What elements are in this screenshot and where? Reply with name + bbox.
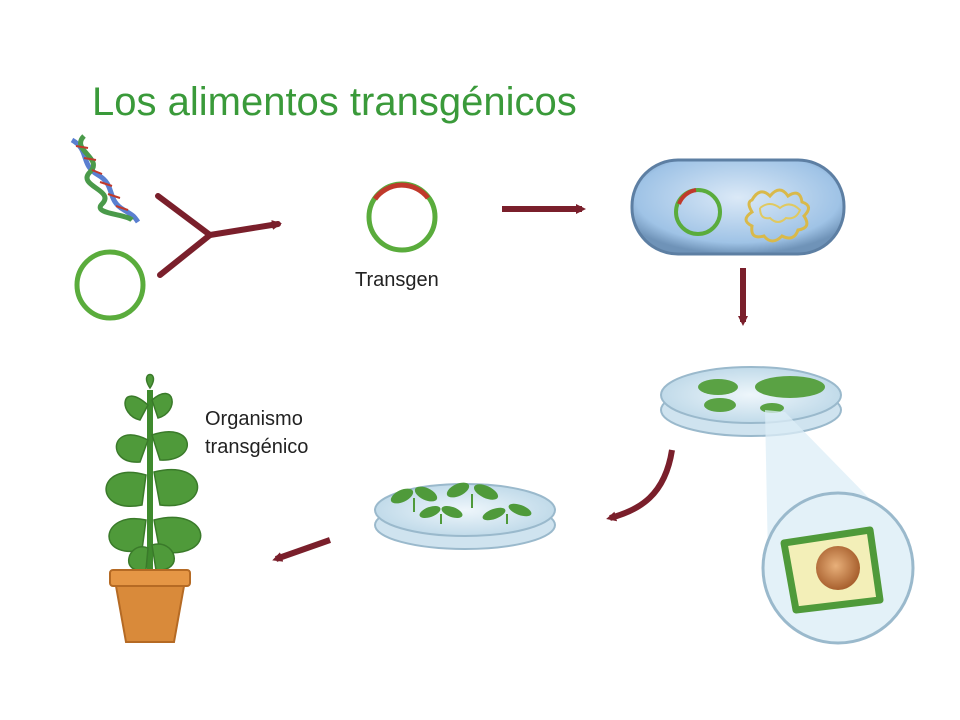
organism-label-line2: transgénico bbox=[205, 436, 309, 458]
arrow-to-plant bbox=[272, 537, 331, 562]
page-title: Los alimentos transgénicos bbox=[92, 80, 577, 124]
join-arrow bbox=[155, 193, 282, 278]
organism-label-line1: Organismo bbox=[205, 408, 303, 430]
bacterium-icon bbox=[630, 158, 846, 256]
organism-label: Organismo transgénico bbox=[205, 405, 308, 461]
petri-dish-icon bbox=[660, 366, 842, 437]
recombinant-plasmid-icon bbox=[366, 181, 438, 253]
plant-cell-icon bbox=[761, 491, 915, 645]
seedling-dish-icon bbox=[374, 482, 556, 550]
transgen-label: Transgen bbox=[355, 269, 439, 291]
plasmid-icon bbox=[74, 249, 146, 321]
dna-helix-icon bbox=[70, 134, 141, 224]
arrow-to-seedlings bbox=[606, 449, 675, 522]
potted-plant-icon bbox=[105, 373, 202, 643]
